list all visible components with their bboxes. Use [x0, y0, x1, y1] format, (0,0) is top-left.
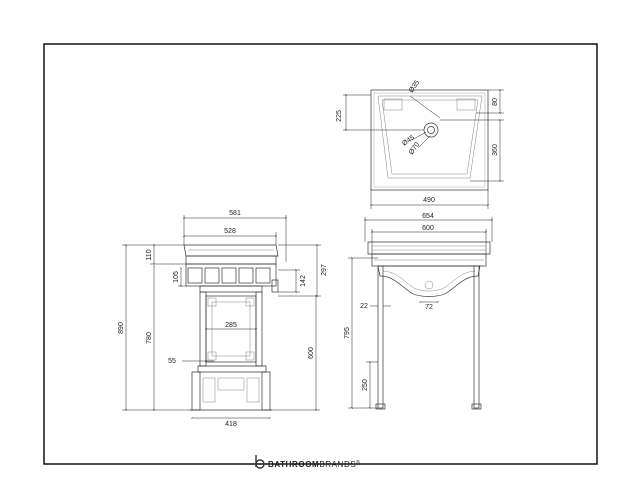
side-dim-528: 528 — [224, 228, 236, 235]
b-monogram-icon — [255, 455, 265, 469]
brand-name-light: BRANDS — [319, 460, 356, 469]
drawing-frame — [43, 43, 598, 465]
side-dim-110: 110 — [146, 249, 153, 260]
front-view: 654 600 22 72 795 250 — [344, 213, 494, 410]
brand-name-bold: BATHROOM — [268, 460, 319, 469]
front-dim-72: 72 — [425, 304, 433, 311]
front-dim-654: 654 — [422, 213, 434, 220]
front-dim-795: 795 — [344, 327, 351, 339]
side-dim-890: 890 — [118, 322, 125, 334]
brand-registered-mark: ® — [356, 459, 360, 466]
side-dim-600: 600 — [308, 347, 315, 359]
plan-dia-35: Ø35 — [408, 79, 421, 94]
side-dim-142: 142 — [300, 275, 307, 287]
front-dim-250: 250 — [362, 379, 369, 391]
side-dim-55: 55 — [168, 358, 176, 365]
side-dim-105: 105 — [173, 271, 180, 283]
side-dim-285: 285 — [225, 322, 237, 329]
side-dim-418: 418 — [225, 421, 237, 428]
front-dim-600: 600 — [422, 225, 434, 232]
front-dim-22: 22 — [360, 303, 368, 310]
brand-logo: BATHROOMBRANDS® — [255, 455, 361, 469]
plan-dim-225: 225 — [336, 110, 343, 122]
side-view: 581 528 110 105 297 142 890 780 285 55 6… — [118, 210, 328, 428]
side-dim-297: 297 — [321, 264, 328, 276]
plan-dim-80: 80 — [492, 98, 499, 106]
side-dim-780: 780 — [146, 332, 153, 344]
svg-text:BATHROOMBRANDS®: BATHROOMBRANDS® — [268, 459, 361, 469]
plan-dim-360: 360 — [492, 144, 499, 156]
plan-dim-490: 490 — [423, 197, 435, 204]
plan-view: 225 80 360 490 Ø35 Ø45 Ø70 — [336, 79, 504, 209]
side-dim-581: 581 — [229, 210, 241, 217]
